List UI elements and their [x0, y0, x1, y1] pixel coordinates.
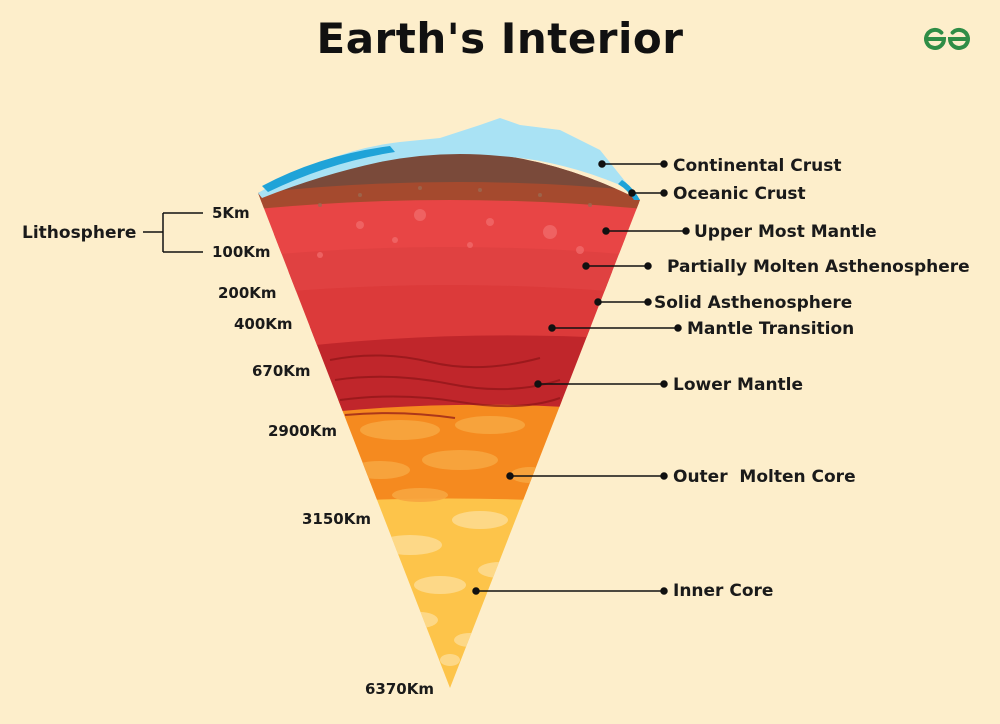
ocean-water	[262, 146, 395, 192]
gfg-logo-icon	[924, 27, 970, 50]
crust-texture	[318, 186, 592, 207]
label-lower-mantle: Lower Mantle	[673, 375, 803, 395]
asthenosphere-texture	[317, 209, 584, 258]
partially-molten-asthenosphere-layer	[258, 191, 640, 262]
depth-label-6370km: 6370Km	[365, 680, 434, 698]
label-continental-crust: Continental Crust	[673, 156, 842, 176]
label-outer-molten-core: Outer Molten Core	[673, 467, 856, 487]
label-mantle-transition: Mantle Transition	[687, 319, 854, 339]
depth-label-2900km: 2900Km	[268, 422, 337, 440]
lower-mantle-texture	[329, 354, 561, 419]
label-inner-core: Inner Core	[673, 581, 773, 601]
crust-layer	[258, 150, 640, 200]
lithosphere-bracket	[143, 212, 203, 253]
page-title: Earth's Interior	[316, 14, 684, 63]
depth-label-400km: 400Km	[234, 315, 293, 333]
leader-lines	[472, 160, 690, 595]
depth-label-200km: 200Km	[218, 284, 277, 302]
label-upper-most-mantle: Upper Most Mantle	[694, 222, 877, 242]
depth-label-670km: 670Km	[252, 362, 311, 380]
label-partially-molten-asthenosphere: Partially Molten Asthenosphere	[667, 257, 970, 277]
mantle-transition-layer	[258, 265, 640, 360]
lithosphere-label: Lithosphere	[22, 223, 136, 243]
label-solid-asthenosphere: Solid Asthenosphere	[654, 293, 852, 313]
depth-label-3150km: 3150Km	[302, 510, 371, 528]
ice-cap	[258, 118, 640, 200]
depth-label-5km: 5Km	[212, 204, 250, 222]
inner-core-layer	[258, 480, 640, 689]
label-oceanic-crust: Oceanic Crust	[673, 184, 806, 204]
depth-label-100km: 100Km	[212, 243, 271, 261]
